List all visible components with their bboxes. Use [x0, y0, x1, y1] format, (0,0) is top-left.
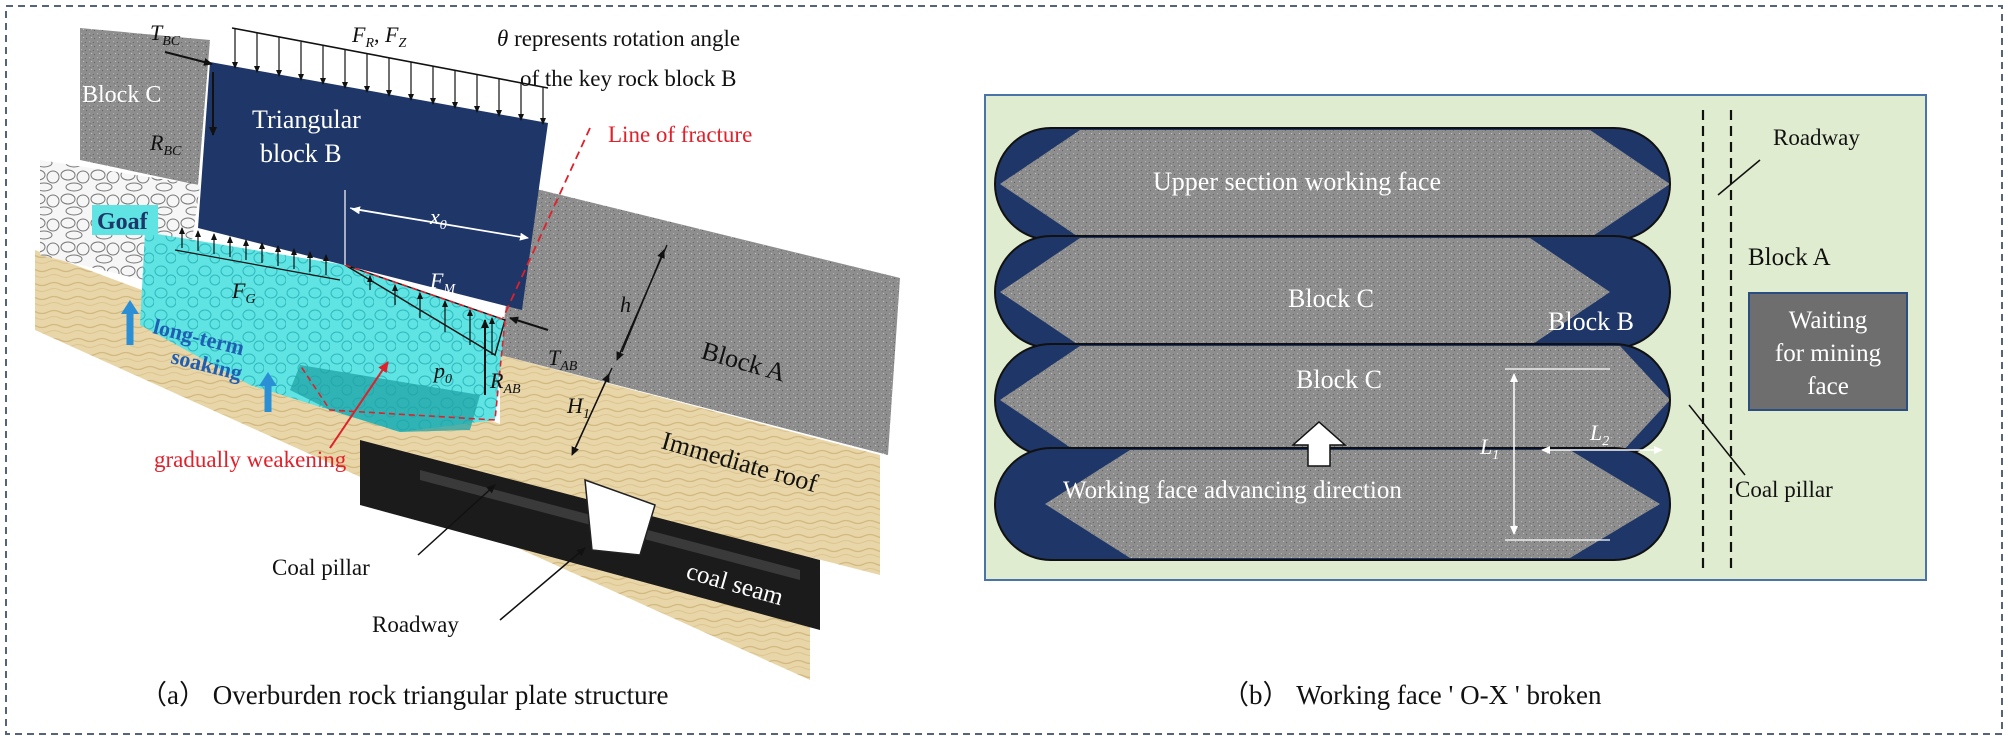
h1-label: H1 — [566, 393, 590, 422]
strip-block-c-1 — [994, 235, 1671, 349]
roadway-label-b: Roadway — [1773, 125, 1860, 150]
p0-load-arrows — [367, 275, 495, 355]
r-ab-label: RAB — [489, 368, 521, 397]
block-a-label-b: Block A — [1748, 244, 1831, 271]
bottom-support-arrows — [179, 227, 329, 275]
outer-frame — [5, 5, 2003, 735]
h1-dimension-back — [575, 373, 610, 448]
caption-a: （a） Overburden rock triangular plate str… — [140, 680, 669, 710]
triangular-label-line2: block B — [260, 139, 342, 168]
roadway-opening — [584, 478, 656, 556]
roadway-leader-b — [1717, 159, 1761, 196]
f-r-f-z-label: FR, FZ — [351, 22, 406, 51]
h-dimension-back — [621, 249, 665, 353]
block-c-rock — [80, 28, 210, 185]
h-label: h — [620, 292, 631, 317]
water-dark-area — [290, 365, 480, 432]
waiting-label-line1: Waiting — [1789, 307, 1868, 334]
strip-block-c-2 — [994, 343, 1671, 457]
triangular-label-line1: Triangular — [252, 105, 361, 134]
top-load-arrows — [232, 29, 546, 125]
block-c-label: Block C — [82, 82, 161, 108]
caption-b: （b） Working face ' O-X ' broken — [1222, 680, 1602, 710]
waiting-label-line2: for mining — [1775, 340, 1882, 367]
waiting-label-line3: face — [1807, 373, 1849, 400]
bottom-load-baseline — [174, 249, 341, 281]
l2-label: L2 — [1589, 420, 1609, 449]
waiting-mining-face-box — [1748, 292, 1908, 411]
strip-upper-section — [994, 127, 1671, 241]
coal-pillar-leader — [417, 484, 496, 556]
strip-working-face — [994, 447, 1671, 561]
x0-dimension-back — [351, 206, 521, 238]
l1-label: L1 — [1479, 434, 1499, 463]
theta-note-line1: θ represents rotation angle — [497, 26, 740, 51]
soak-arrowhead-left — [121, 300, 139, 314]
f-m-label: FM — [429, 268, 456, 297]
line-of-fracture-label: Line of fracture — [608, 122, 752, 147]
panel-a: TBC FR, FZ θ represents rotation angle o… — [35, 20, 900, 710]
upper-section-label: Upper section working face — [1153, 167, 1441, 196]
immediate-roof-layer — [500, 355, 880, 575]
coal-pillar-label-b: Coal pillar — [1735, 477, 1833, 502]
t-bc-label: TBC — [150, 20, 181, 49]
t-ab-arrow — [509, 316, 549, 331]
gradually-weakening-label: gradually weakening — [154, 447, 347, 472]
goaf-badge — [92, 205, 158, 235]
line-of-fracture — [502, 127, 591, 319]
weakening-arrow — [329, 361, 389, 449]
r-bc-label: RBC — [149, 130, 182, 159]
t-bc-arrow — [164, 51, 213, 66]
soak-arrowhead-right — [259, 372, 277, 386]
block-a-rock — [500, 185, 900, 455]
roadway-label: Roadway — [372, 612, 459, 637]
block-c-label-2: Block C — [1296, 365, 1382, 394]
p0-label: p0 — [432, 358, 452, 387]
f-g-label: FG — [231, 278, 256, 307]
x0-label: x0 — [429, 204, 447, 233]
block-c-label-1: Block C — [1288, 284, 1374, 313]
goaf-label: Goaf — [97, 209, 149, 235]
triangular-block-b — [198, 62, 548, 310]
coal-pillar-leader-b — [1688, 404, 1746, 476]
weakening-dashed-outline — [299, 264, 506, 421]
roadway-leader — [499, 547, 586, 621]
theta-note-line2: of the key rock block B — [520, 66, 737, 91]
coal-pillar-label: Coal pillar — [272, 555, 370, 580]
top-load-line — [231, 27, 549, 89]
advancing-label: Working face advancing direction — [1063, 477, 1402, 504]
water-area — [140, 232, 505, 432]
t-ab-label: TAB — [548, 345, 578, 374]
panel-b: Upper section working face Block C Block… — [984, 94, 1927, 710]
advancing-arrow — [1291, 420, 1347, 467]
block-b-label: Block B — [1548, 307, 1634, 336]
